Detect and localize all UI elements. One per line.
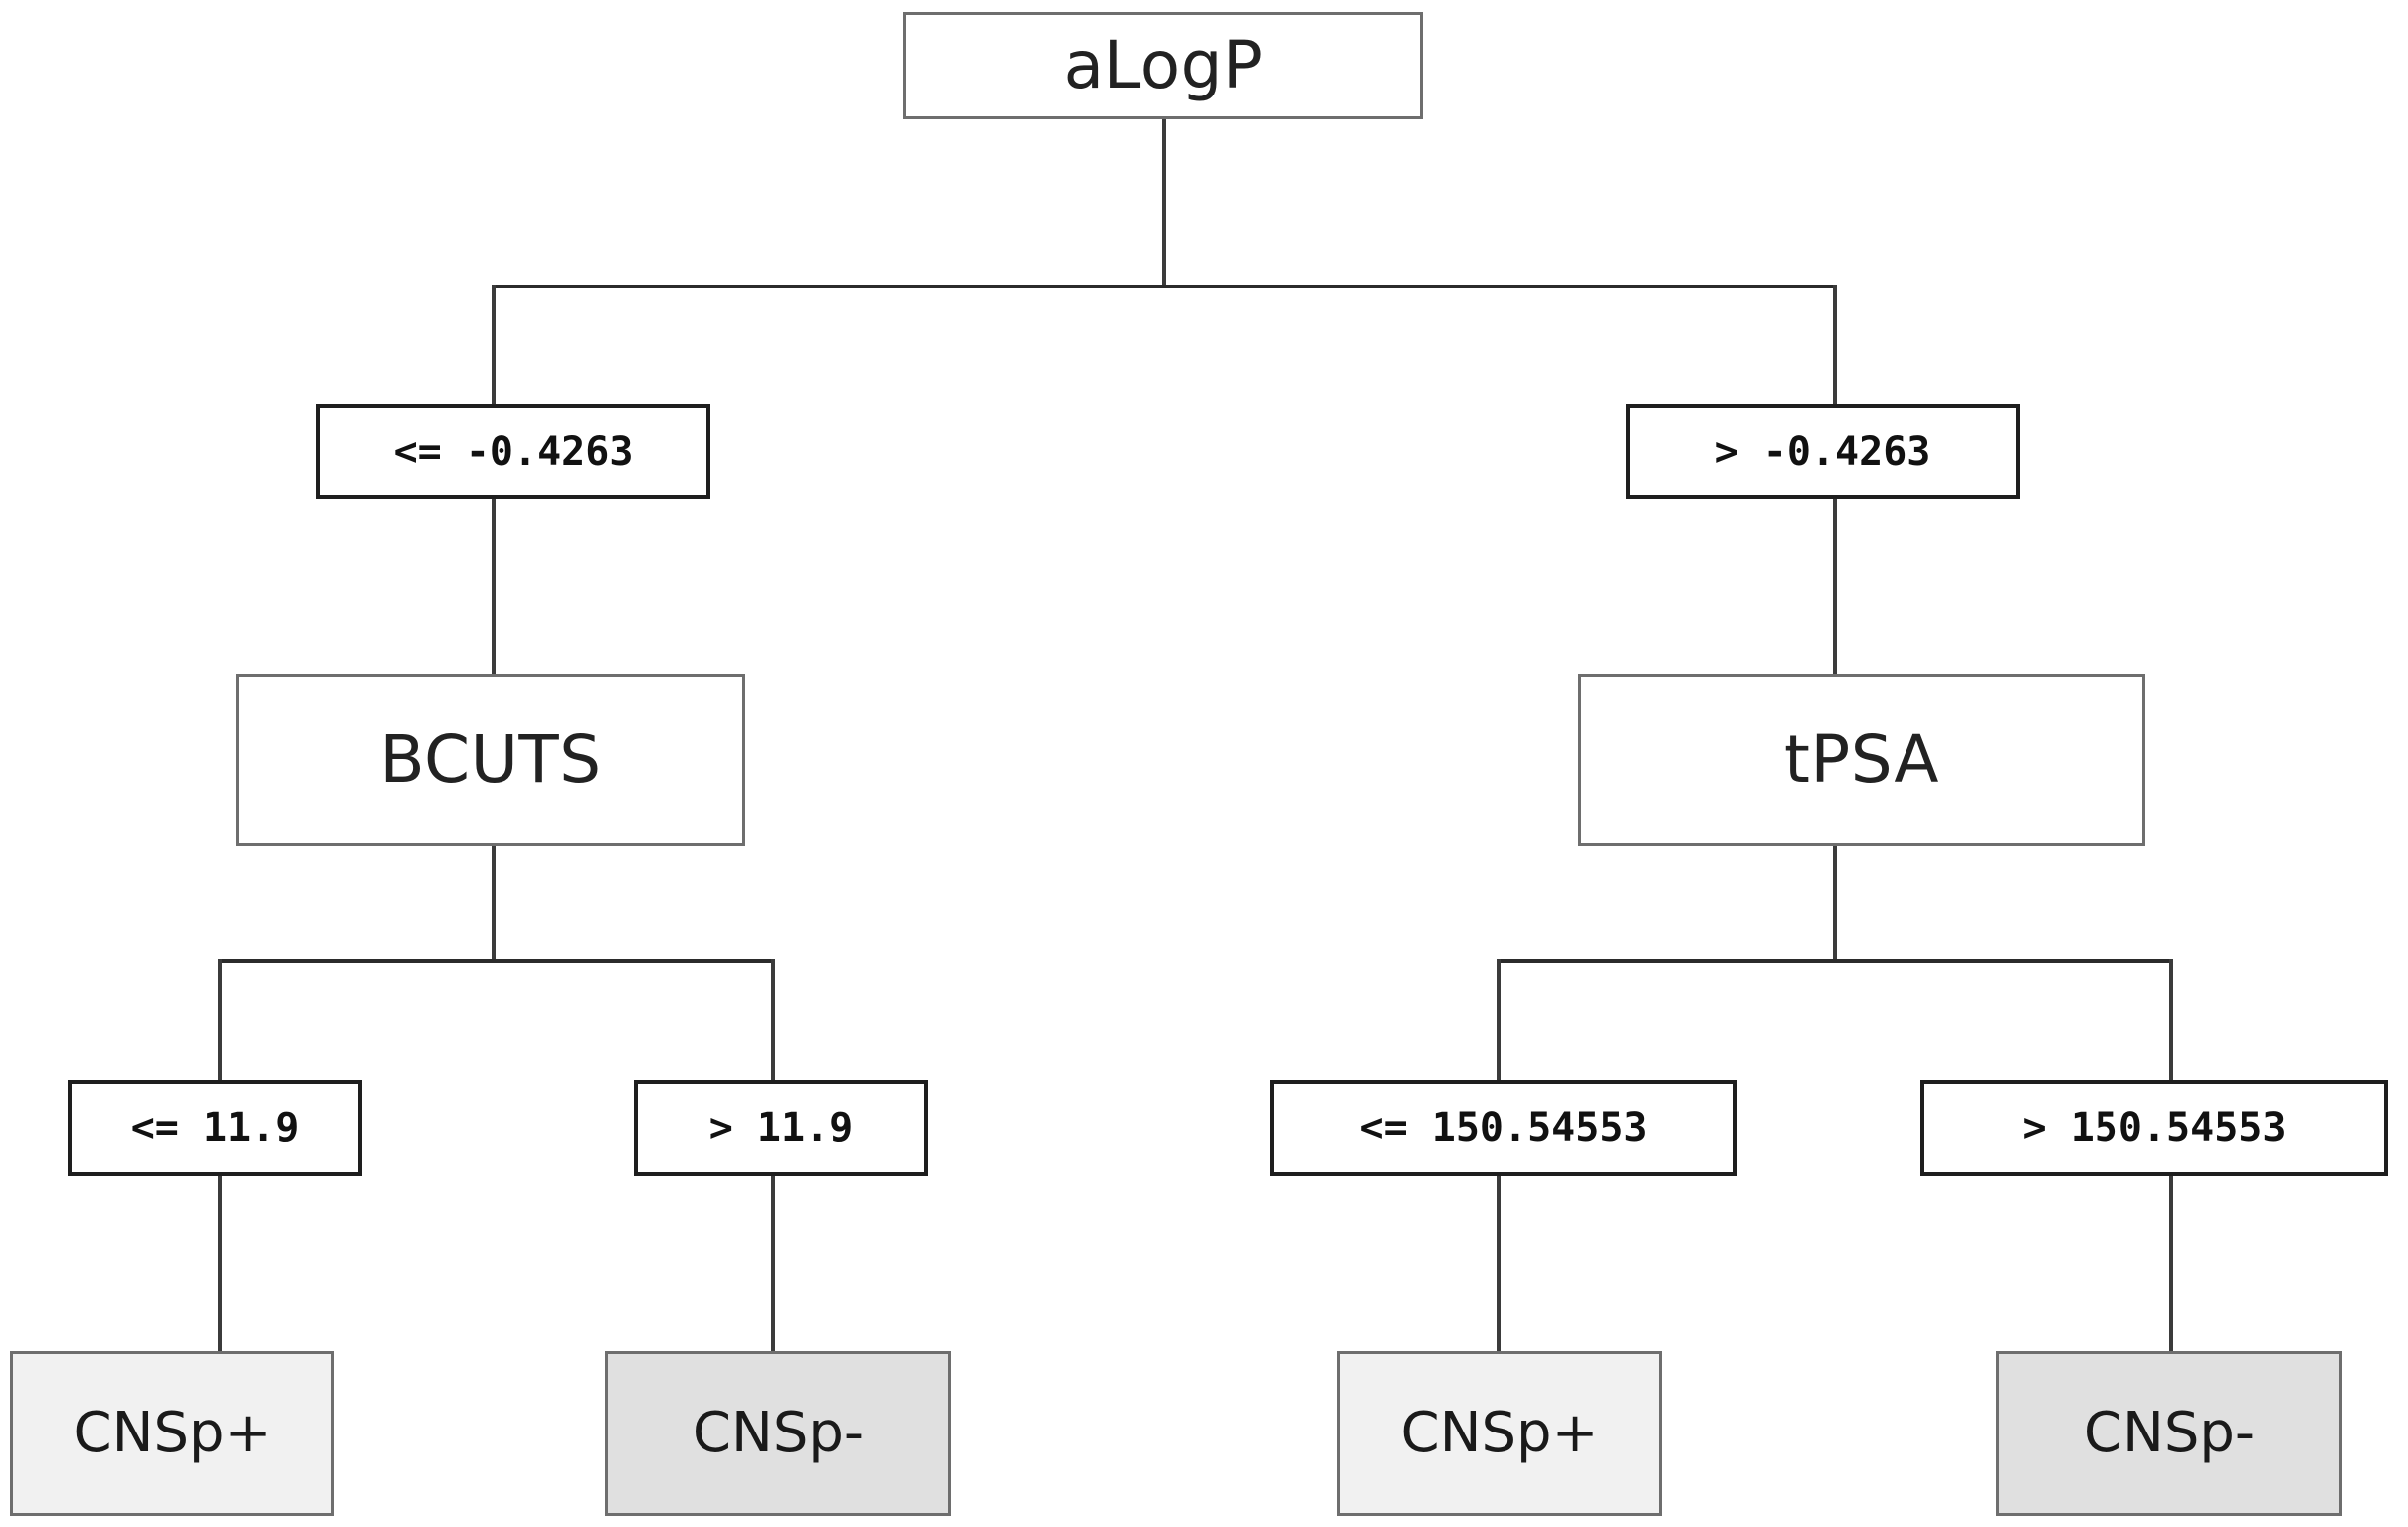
edge-left-condition-to-bcuts: [492, 497, 496, 676]
edge-right-condition-to-tpsa: [1833, 497, 1837, 676]
edge-root-to-left-condition: [492, 285, 496, 404]
edge-root-stem: [1162, 117, 1166, 286]
edge-condition-to-leaf-3: [1497, 1176, 1501, 1351]
edge-bcuts-to-left-condition: [218, 959, 222, 1080]
node-condition-alogp-le[interactable]: <= -0.4263: [316, 404, 710, 499]
node-leaf-cnsp-positive-2[interactable]: CNSp+: [1337, 1351, 1662, 1516]
node-leaf-cnsp-negative-1[interactable]: CNSp-: [605, 1351, 951, 1516]
edge-root-bar: [492, 285, 1837, 288]
edge-root-to-right-condition: [1833, 285, 1837, 404]
edge-tpsa-stem: [1833, 844, 1837, 961]
node-root-alogp[interactable]: aLogP: [903, 12, 1423, 119]
node-leaf-cnsp-positive-1[interactable]: CNSp+: [10, 1351, 334, 1516]
edge-condition-to-leaf-1: [218, 1176, 222, 1351]
node-condition-bcuts-gt[interactable]: > 11.9: [634, 1080, 928, 1176]
edge-tpsa-to-right-condition: [2169, 959, 2173, 1080]
node-leaf-cnsp-negative-2[interactable]: CNSp-: [1996, 1351, 2342, 1516]
edge-bcuts-bar: [218, 959, 775, 963]
node-condition-alogp-gt[interactable]: > -0.4263: [1626, 404, 2020, 499]
edge-tpsa-to-left-condition: [1497, 959, 1501, 1080]
edge-bcuts-stem: [492, 844, 496, 961]
edge-bcuts-to-right-condition: [771, 959, 775, 1080]
node-condition-bcuts-le[interactable]: <= 11.9: [68, 1080, 362, 1176]
node-branch-bcuts[interactable]: BCUTS: [236, 674, 745, 846]
edge-tpsa-bar: [1497, 959, 2173, 963]
node-branch-tpsa[interactable]: tPSA: [1578, 674, 2145, 846]
node-condition-tpsa-gt[interactable]: > 150.54553: [1920, 1080, 2388, 1176]
node-condition-tpsa-le[interactable]: <= 150.54553: [1270, 1080, 1737, 1176]
edge-condition-to-leaf-2: [771, 1176, 775, 1351]
edge-condition-to-leaf-4: [2169, 1176, 2173, 1351]
